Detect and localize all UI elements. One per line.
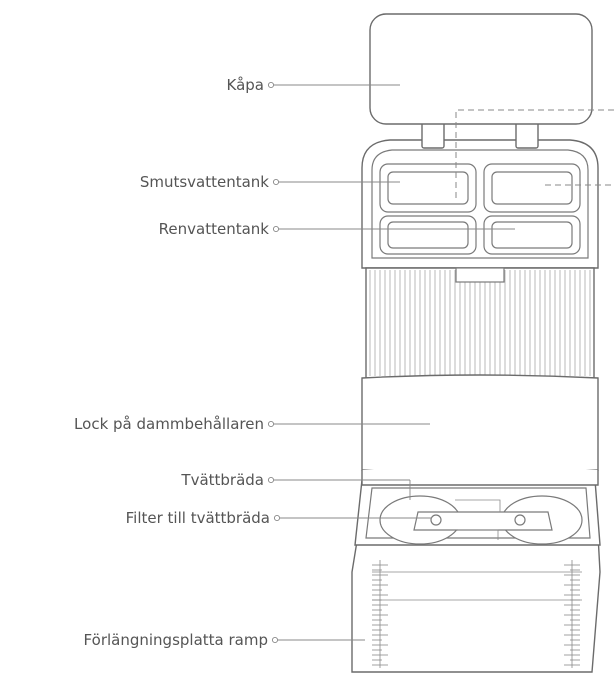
label-extension-ramp: Förlängningsplatta ramp: [84, 631, 268, 649]
label-washboard: Tvättbräda: [180, 471, 264, 489]
label-dust-bin-lid: Lock på dammbehållaren: [74, 415, 264, 433]
clean-water-tank-part: [379, 163, 581, 255]
ribbed-column: [369, 270, 591, 376]
extension-ramp-part: [351, 534, 601, 673]
callout-labels: Kåpa Smutsvattentank Renvattentank Lock …: [74, 76, 270, 649]
label-dirty-water-tank: Smutsvattentank: [140, 173, 269, 191]
label-washboard-filter: Filter till tvättbräda: [126, 509, 270, 527]
label-clean-water-tank: Renvattentank: [159, 220, 270, 238]
washboard-part: [354, 479, 601, 546]
cover-part: [369, 13, 593, 125]
leader-lines: [267, 81, 515, 644]
dirty-water-tank-part: [379, 163, 477, 213]
dashed-callouts: [455, 109, 615, 198]
label-cover: Kåpa: [227, 76, 264, 94]
